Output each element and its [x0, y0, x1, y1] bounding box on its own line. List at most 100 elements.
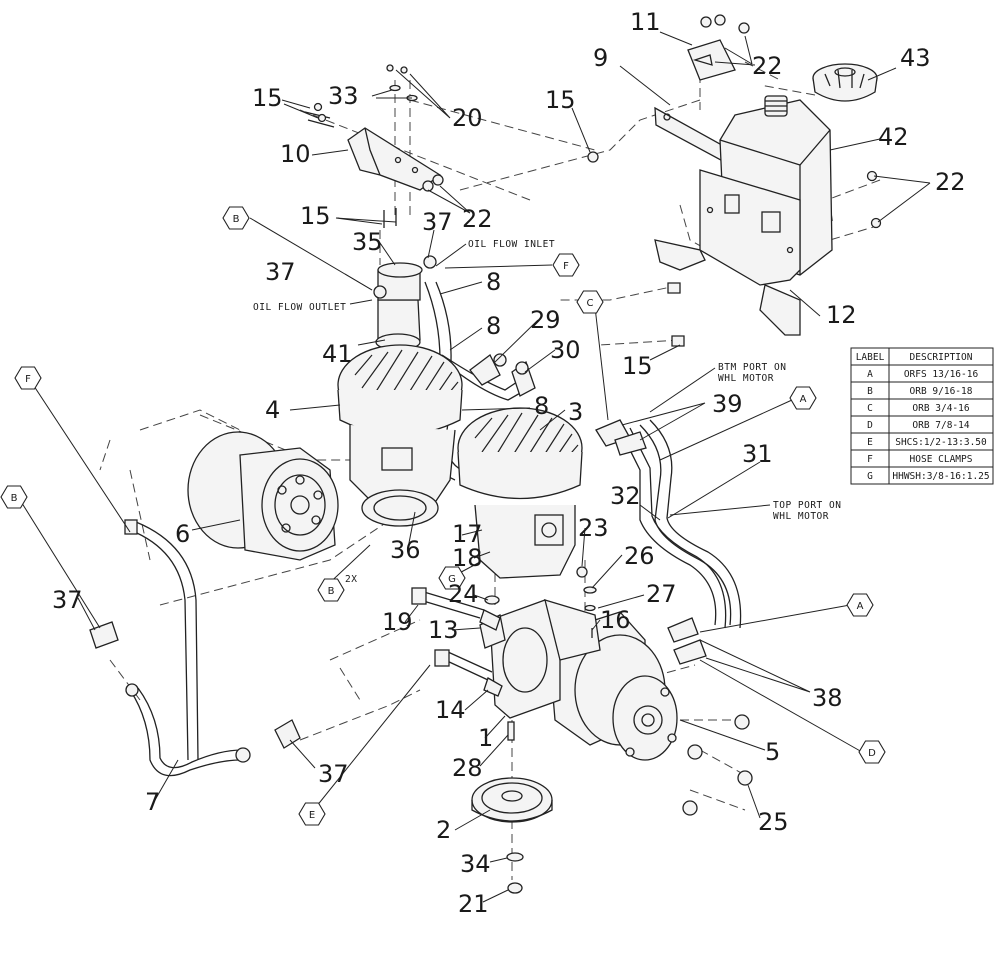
note-btm-port-line2: WHL MOTOR	[718, 373, 774, 384]
legend-row-label: F	[867, 454, 873, 465]
callout-29: 29	[530, 306, 561, 334]
note-top-port-line2: WHL MOTOR	[773, 511, 829, 522]
callout-28: 28	[452, 754, 483, 782]
hex-label-f-hose: F	[14, 366, 42, 390]
callout-36: 36	[390, 536, 421, 564]
small-bracket-part	[687, 14, 750, 81]
legend-row-description: SHCS:1/2-13:3.50	[895, 437, 987, 448]
callout-22-cap: 22	[752, 52, 783, 80]
svg-text:G: G	[448, 574, 456, 585]
svg-text:F: F	[25, 374, 31, 385]
left-wheel-motor-part	[187, 431, 339, 561]
filter-bracket-fasteners-part	[304, 64, 418, 228]
svg-text:A: A	[800, 394, 807, 405]
callout-16: 16	[600, 606, 631, 634]
legend-row-label: E	[867, 437, 873, 448]
right-hose-assembly-part	[595, 419, 742, 665]
legend-row-description: HOSE CLAMPS	[910, 454, 973, 465]
legend-row-label: G	[867, 471, 873, 482]
small-fasteners-part	[484, 566, 597, 638]
callout-7: 7	[145, 788, 160, 816]
notes: OIL FLOW INLET OIL FLOW OUTLET BTM PORT …	[253, 239, 841, 585]
svg-text:A: A	[857, 601, 864, 612]
key-part	[507, 721, 515, 741]
pump-fittings-part	[469, 353, 536, 397]
left-hose-assembly-part	[124, 519, 251, 777]
callout-26: 26	[624, 542, 655, 570]
note-oil-flow-outlet: OIL FLOW OUTLET	[253, 302, 346, 313]
left-pump-part	[337, 344, 463, 527]
pulley-part	[471, 777, 553, 823]
legend-row-description: ORB 9/16-18	[910, 386, 973, 397]
legend-row-label: C	[867, 403, 873, 414]
callout-41: 41	[322, 340, 353, 368]
long-bolts-part	[411, 587, 503, 697]
callout-2: 2	[436, 816, 451, 844]
hex-label-g: G	[438, 566, 466, 590]
callout-8-b: 8	[486, 312, 501, 340]
hex-label-d: D	[858, 740, 886, 764]
callout-31: 31	[742, 440, 773, 468]
callout-22-tank: 22	[935, 168, 966, 196]
hex-label-b-elbow: B	[0, 485, 28, 509]
callout-22-bracket: 22	[462, 205, 493, 233]
callout-14: 14	[435, 696, 466, 724]
callout-12: 12	[826, 301, 857, 329]
hex-label-a-upper: A	[789, 386, 817, 410]
callout-37-c: 37	[52, 586, 83, 614]
callout-6: 6	[175, 520, 190, 548]
callout-19: 19	[382, 608, 413, 636]
pulley-fasteners-part	[506, 852, 524, 894]
fuel-cap-part	[812, 63, 878, 102]
callout-32: 32	[610, 482, 641, 510]
legend-row-description: ORB 7/8-14	[912, 420, 969, 431]
callout-numbers: 11 22 43 9 42 15 33 20 15 10 22 22 15 37…	[52, 8, 966, 918]
callout-20: 20	[452, 104, 483, 132]
svg-text:B: B	[328, 586, 335, 597]
legend-row-description: ORB 3/4-16	[912, 403, 969, 414]
callout-42: 42	[878, 123, 909, 151]
note-btm-port-line1: BTM PORT ON	[718, 362, 786, 373]
hex-label-b-pump: B	[317, 578, 345, 602]
callout-8-a: 8	[486, 268, 501, 296]
callout-37-a: 37	[422, 208, 453, 236]
callout-43: 43	[900, 44, 931, 72]
callout-24: 24	[448, 580, 479, 608]
callout-10: 10	[280, 140, 311, 168]
callout-27: 27	[646, 580, 677, 608]
callout-9: 9	[593, 44, 608, 72]
tank-mount-bracket-part	[654, 169, 801, 336]
filter-bracket-part	[347, 127, 444, 192]
callout-38: 38	[812, 684, 843, 712]
note-top-port-line1: TOP PORT ON	[773, 500, 841, 511]
legend-row-label: D	[867, 420, 873, 431]
note-oil-flow-inlet: OIL FLOW INLET	[468, 239, 555, 250]
callout-35: 35	[352, 228, 383, 256]
hex-label-a-lower: A	[846, 593, 874, 617]
lug-nuts-part	[682, 714, 753, 816]
hex-label-f-filter: F	[552, 253, 580, 277]
svg-text:D: D	[868, 748, 876, 759]
callout-34: 34	[460, 850, 491, 878]
callout-15-b: 15	[252, 84, 283, 112]
callout-23: 23	[578, 514, 609, 542]
callout-5: 5	[765, 738, 780, 766]
leader-lines	[19, 31, 931, 903]
elbow-fittings-part	[89, 621, 301, 749]
callout-13: 13	[428, 616, 459, 644]
legend-row-label: A	[867, 369, 873, 380]
callout-15-a: 15	[545, 86, 576, 114]
callout-15-c: 15	[300, 202, 331, 230]
callout-30: 30	[550, 336, 581, 364]
hex-label-b-filter: B	[222, 206, 250, 230]
legend-row-description: HHWSH:3/8-16:1.25	[892, 471, 989, 482]
note-qty-2x: 2X	[345, 574, 357, 585]
callout-3: 3	[568, 398, 583, 426]
callout-21: 21	[458, 890, 489, 918]
oil-filter-part	[373, 255, 437, 351]
legend-header-description: DESCRIPTION	[910, 352, 973, 363]
legend-row-description: ORFS 13/16-16	[904, 369, 979, 380]
callout-4: 4	[265, 396, 280, 424]
callout-39: 39	[712, 390, 743, 418]
